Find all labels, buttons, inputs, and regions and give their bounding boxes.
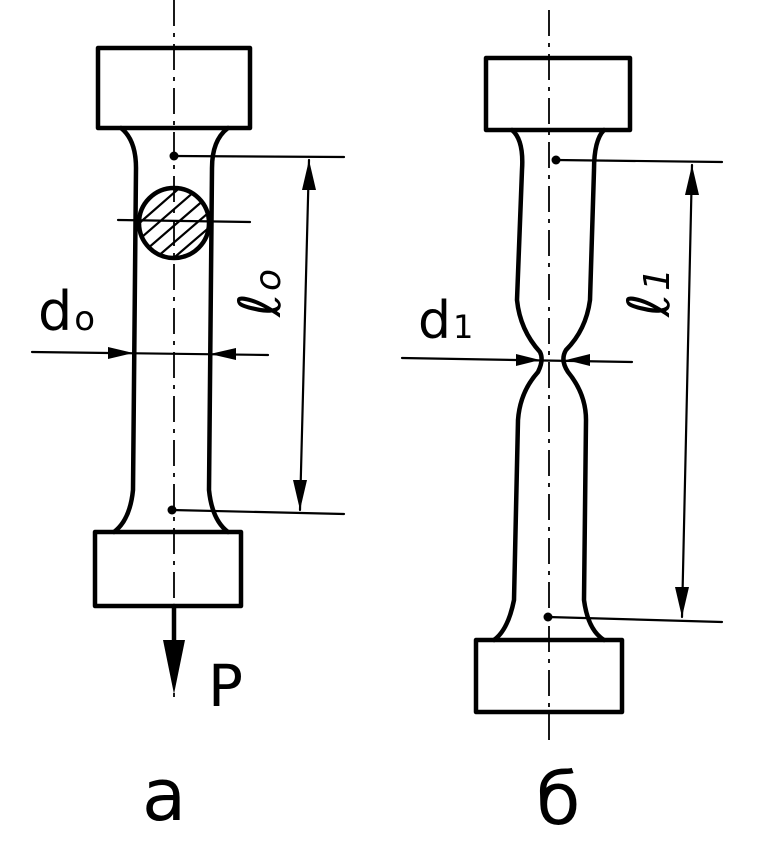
l1-extension-top	[554, 158, 724, 164]
l0-extension-top	[172, 154, 346, 159]
caption-b: б	[536, 757, 580, 841]
label-d1: d1	[418, 291, 473, 351]
l0-top-arrow	[302, 160, 316, 190]
specimen-b-bottom-grip	[473, 637, 625, 715]
l1-bottom-arrow	[675, 587, 689, 617]
d0-right-arrow	[210, 348, 236, 360]
force-arrow-head	[163, 640, 185, 694]
specimen-b-right-edge	[561, 127, 607, 643]
label-l1: ℓ1	[615, 268, 683, 318]
specimen-b	[400, 10, 724, 740]
l0-bottom-arrow	[293, 480, 307, 510]
specimen-a-right-edge	[206, 125, 231, 535]
specimen-a	[30, 0, 346, 700]
l0-extension-bottom	[170, 508, 346, 516]
d1-right-arrow	[566, 354, 590, 366]
l1-top-arrow	[685, 165, 699, 195]
label-l0: ℓo	[226, 269, 294, 318]
specimen-a-top-grip	[95, 45, 253, 131]
cross-section-center-line	[116, 218, 252, 224]
d1-left-arrow	[516, 354, 540, 366]
specimen-a-bottom-grip	[92, 529, 244, 609]
l0-dimension-line	[298, 158, 311, 512]
label-force-p: P	[208, 652, 243, 720]
label-d0: do	[38, 280, 95, 343]
specimen-a-left-edge	[111, 125, 139, 535]
caption-a: а	[142, 753, 186, 837]
specimen-b-left-edge	[491, 127, 544, 643]
l1-extension-bottom	[546, 615, 724, 624]
d0-left-arrow	[108, 347, 133, 359]
labels: do ℓo d1 ℓ1 P а б	[38, 268, 683, 841]
cross-section-circle	[136, 185, 212, 261]
l1-dimension-line	[680, 163, 694, 619]
specimen-b-top-grip	[483, 55, 633, 133]
